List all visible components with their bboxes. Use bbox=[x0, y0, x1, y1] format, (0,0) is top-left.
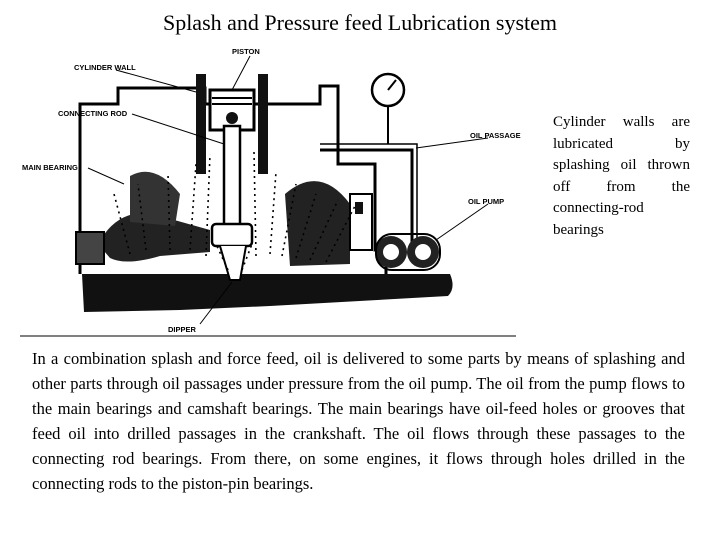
label-oil-pump: OIL PUMP bbox=[468, 197, 504, 206]
cylinder-wall-left bbox=[196, 74, 206, 174]
lubrication-diagram: PISTON CYLINDER WALL CONNECTING ROD MAIN… bbox=[20, 44, 530, 340]
label-main-bearing: MAIN BEARING bbox=[22, 163, 78, 172]
oil-pan bbox=[82, 274, 453, 312]
connecting-rod bbox=[222, 124, 242, 238]
label-dipper: DIPPER bbox=[168, 325, 197, 334]
description-paragraph: In a combination splash and force feed, … bbox=[32, 349, 685, 493]
cylinder-wall-right bbox=[258, 74, 268, 174]
label-piston: PISTON bbox=[232, 47, 260, 56]
cylinder-wall-note: Cylinder walls are lubricated by splashi… bbox=[553, 114, 690, 238]
engine-block bbox=[78, 84, 388, 274]
label-connecting-rod: CONNECTING ROD bbox=[58, 109, 128, 118]
oil-pump bbox=[375, 233, 441, 271]
oil-passage bbox=[320, 148, 414, 244]
crankshaft bbox=[98, 213, 210, 262]
label-cylinder-wall: CYLINDER WALL bbox=[74, 63, 136, 72]
slide-title: Splash and Pressure feed Lubrication sys… bbox=[162, 10, 558, 35]
label-oil-passage: OIL PASSAGE bbox=[470, 131, 521, 140]
oil-splash bbox=[113, 151, 357, 271]
